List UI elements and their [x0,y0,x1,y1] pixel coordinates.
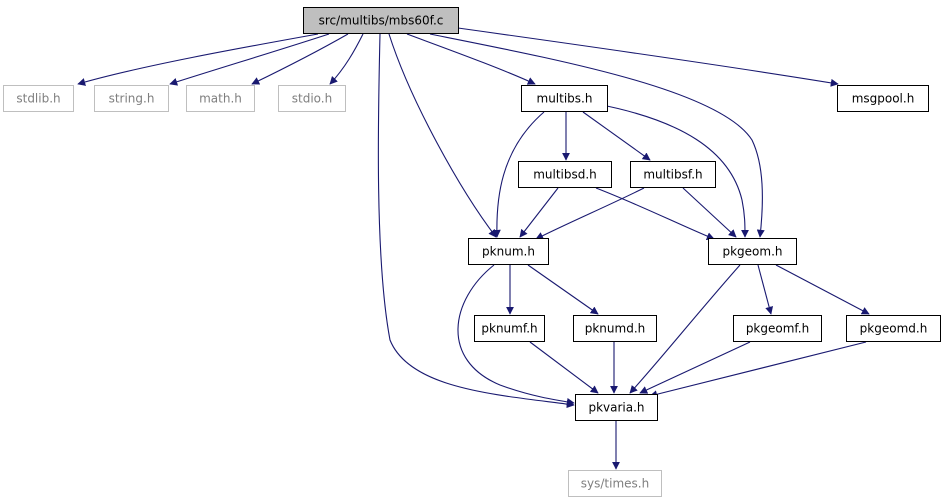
node-label-systimes: sys/times.h [581,477,649,491]
edge-root-to-string [169,33,330,86]
node-label-root: src/multibs/mbs60f.c [319,14,444,28]
node-root[interactable]: src/multibs/mbs60f.c [303,7,459,34]
node-systimes: sys/times.h [568,470,662,497]
node-label-pknum: pknum.h [482,245,535,259]
edge-pknum-to-pknumd [527,264,599,315]
node-msgpool[interactable]: msgpool.h [837,85,929,112]
edge-multibs-to-multibsf [582,111,651,161]
node-box-pkgeom [708,238,797,265]
edge-multibs-to-pknum [492,111,545,238]
node-box-pkgeomf [733,315,822,342]
node-label-msgpool: msgpool.h [852,92,915,106]
node-multibsf[interactable]: multibsf.h [630,161,716,188]
edge-root-to-pkgeom [429,33,765,238]
edge-pknum-to-pkvaria [457,264,575,406]
node-label-pknumd: pknumd.h [585,322,646,336]
edges-layer [77,27,870,470]
node-pknum[interactable]: pknum.h [468,238,549,265]
node-box-msgpool [837,85,929,112]
node-multibsd[interactable]: multibsd.h [518,161,612,188]
node-box-pknumf [474,315,545,342]
node-box-pkvaria [575,394,658,421]
node-label-multibs: multibs.h [537,92,593,106]
node-label-stdio: stdio.h [292,92,332,106]
node-pkgeomd[interactable]: pkgeomd.h [846,315,941,342]
edge-multibsf-to-pkgeom [682,187,737,238]
edge-pkgeom-to-pkvaria [629,264,741,394]
node-pkgeomf[interactable]: pkgeomf.h [733,315,822,342]
edge-pkgeomf-to-pkvaria [639,341,751,394]
edge-multibsf-to-pknum [535,187,645,240]
node-box-math [186,85,255,112]
edge-pkgeomd-to-pkvaria [649,341,867,399]
edge-pknumf-to-pkvaria [529,341,599,394]
edge-root-to-msgpool [457,27,839,87]
node-pknumf[interactable]: pknumf.h [474,315,545,342]
node-label-pkgeom: pkgeom.h [722,245,782,259]
node-pknumd[interactable]: pknumd.h [573,315,657,342]
node-label-stdlib: stdlib.h [16,92,60,106]
node-box-pknumd [573,315,657,342]
node-label-multibsf: multibsf.h [643,168,702,182]
node-box-multibsf [630,161,716,188]
node-box-pknum [468,238,549,265]
node-math: math.h [186,85,255,112]
edge-root-to-math [251,33,349,85]
node-stdio: stdio.h [278,85,346,112]
node-box-root [303,7,459,34]
node-label-pkgeomd: pkgeomd.h [860,322,928,336]
edge-pkgeom-to-pkgeomd [775,264,870,315]
node-box-multibsd [518,161,612,188]
edge-root-to-pknum [388,33,497,238]
edge-root-to-stdlib [77,33,319,86]
node-label-multibsd: multibsd.h [533,168,597,182]
node-box-pkgeomd [846,315,941,342]
node-pkgeom[interactable]: pkgeom.h [708,238,797,265]
node-label-string: string.h [109,92,155,106]
edge-root-to-pkvaria [377,33,575,409]
node-pkvaria[interactable]: pkvaria.h [575,394,658,421]
node-box-stdio [278,85,346,112]
edge-root-to-multibs [406,33,536,85]
edge-multibsd-to-pkgeom [595,187,715,240]
node-box-string [94,85,169,112]
node-label-math: math.h [199,92,242,106]
edge-multibs-to-pkgeom [596,103,749,238]
node-box-systimes [568,470,662,497]
edge-root-to-stdio [329,33,364,85]
node-label-pkvaria: pkvaria.h [588,401,644,415]
edge-multibsd-to-pknum [519,187,559,238]
nodes-layer: src/multibs/mbs60f.c stdlib.h string.h math… [3,7,941,497]
node-label-pkgeomf: pkgeomf.h [746,322,809,336]
node-box-stdlib [3,85,74,112]
node-multibs[interactable]: multibs.h [521,85,608,112]
node-box-multibs [521,85,608,112]
edge-pkgeom-to-pkgeomf [757,264,774,315]
node-label-pknumf: pknumf.h [481,322,537,336]
node-stdlib: stdlib.h [3,85,74,112]
node-string: string.h [94,85,169,112]
